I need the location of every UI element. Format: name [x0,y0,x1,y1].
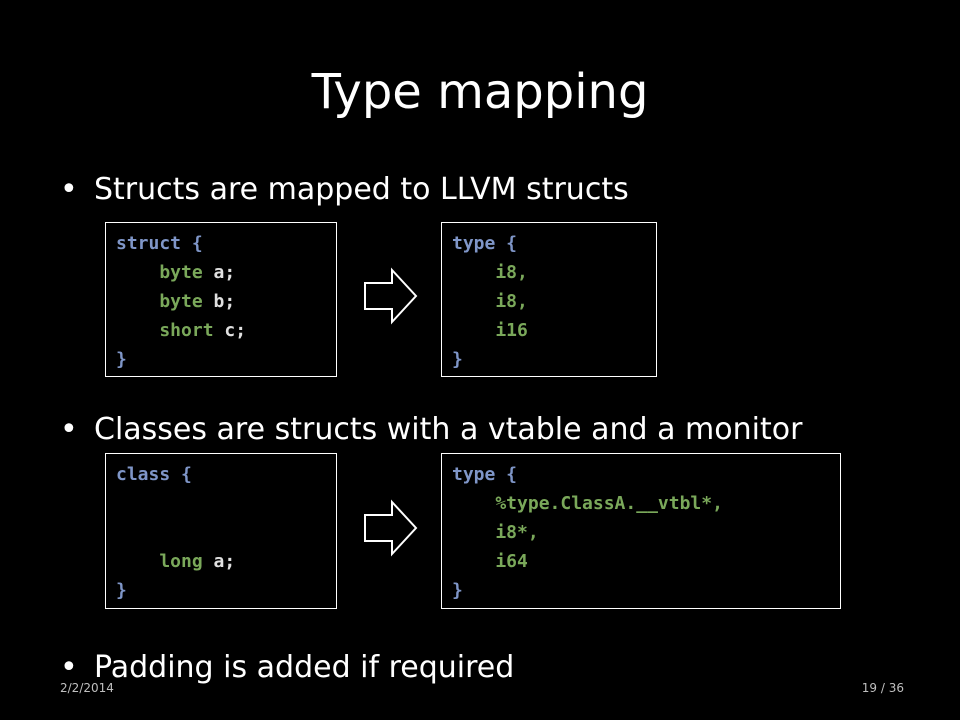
code-token: byte [116,262,214,283]
code-token: i64 [452,551,528,572]
code-token: a; [213,262,236,283]
code-token: class { [116,464,192,485]
code-token: } [116,349,127,370]
code-token: i8*, [452,522,539,543]
code-line: i8*, [452,518,840,547]
bullet-text: Structs are mapped to LLVM structs [94,172,629,207]
bullet-text: Classes are structs with a vtable and a … [94,412,803,447]
code-token: long [116,551,214,572]
code-token: } [452,580,463,601]
right-arrow-icon [364,499,418,557]
code-line: } [452,345,656,374]
code-line: short c; [116,316,336,345]
code-line: } [116,576,336,605]
slide-title: Type mapping [311,64,649,120]
code-token: i16 [452,320,528,341]
code-line: long a; [116,547,336,576]
right-arrow-icon [364,267,418,325]
bullet-dot: • [60,172,78,207]
code-token: short [116,320,225,341]
code-struct-llvm: type { i8, i8, i16} [441,222,657,377]
code-token: type { [452,233,518,254]
code-line: struct { [116,229,336,258]
code-struct-source: struct { byte a; byte b; short c;} [105,222,337,377]
bullet-structs: • Structs are mapped to LLVM structs [60,172,629,208]
bullet-classes: • Classes are structs with a vtable and a… [60,412,802,448]
code-token: struct { [116,233,203,254]
code-line: byte b; [116,287,336,316]
code-token: i8, [452,291,528,312]
code-token: byte [116,291,214,312]
code-line: } [452,576,840,605]
code-token: %type.ClassA.__vtbl*, [452,493,723,514]
code-class-source: class { long a;} [105,453,337,609]
bullet-dot: • [60,412,78,447]
bullet-padding: • Padding is added if required [60,650,514,686]
code-line: type { [452,460,840,489]
bullet-text: Padding is added if required [94,650,515,685]
code-line: byte a; [116,258,336,287]
code-line: i64 [452,547,840,576]
footer-date: 2/2/2014 [60,681,114,695]
code-token: } [116,580,127,601]
code-line: } [116,345,336,374]
code-line: i8, [452,258,656,287]
code-token: a; [213,551,236,572]
code-line: %type.ClassA.__vtbl*, [452,489,840,518]
code-line [116,489,336,518]
code-token: b; [213,291,236,312]
code-line: i16 [452,316,656,345]
code-line: i8, [452,287,656,316]
code-token: } [452,349,463,370]
code-line [116,518,336,547]
code-token: type { [452,464,518,485]
code-token: i8, [452,262,528,283]
footer-page-number: 19 / 36 [861,681,904,695]
code-line: class { [116,460,336,489]
code-token: c; [224,320,247,341]
code-line: type { [452,229,656,258]
code-class-llvm: type { %type.ClassA.__vtbl*, i8*, i64} [441,453,841,609]
bullet-dot: • [60,650,78,685]
